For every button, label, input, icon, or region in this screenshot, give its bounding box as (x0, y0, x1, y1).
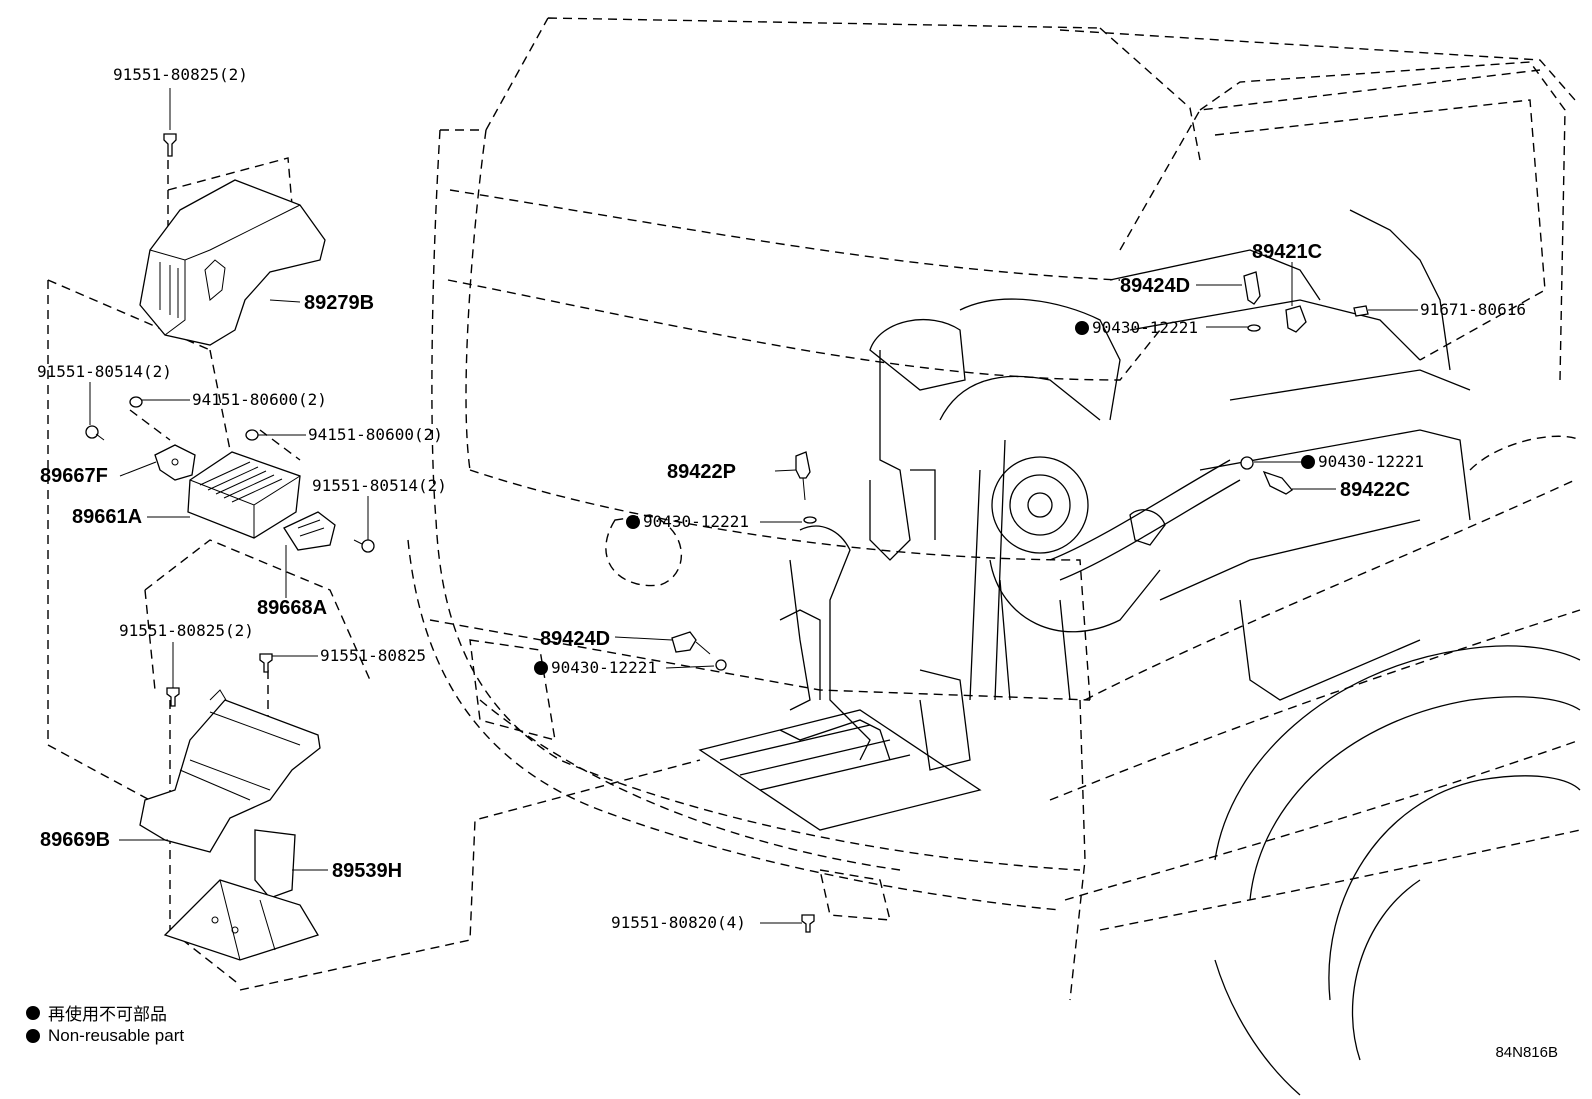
sensor-89421C-icon (1285, 305, 1307, 333)
callout-89667F: 89667F (40, 465, 108, 487)
bracket-89667F (154, 444, 196, 481)
callout-90430-12221-c: 90430-12221 (1092, 318, 1198, 337)
callout-91551-80825-2-top: 91551-80825(2) (113, 65, 248, 84)
ecu-cover-89279B (139, 179, 326, 346)
callout-89422C: 89422C (1340, 479, 1410, 501)
callout-89424D-upper: 89424D (1120, 275, 1190, 297)
bolt-icon (801, 914, 815, 933)
callout-90430-12221-a: 90430-12221 (643, 512, 749, 531)
callout-90430-12221-d: 90430-12221 (1318, 452, 1424, 471)
callout-89422P: 89422P (667, 461, 736, 483)
callout-91551-80825: 91551-80825 (320, 646, 426, 665)
bracket-89539H (163, 829, 319, 961)
bolt-icon (85, 425, 375, 553)
callout-89421C: 89421C (1252, 241, 1322, 263)
legend-item-english: Non-reusable part (26, 1026, 184, 1046)
bracket-89669B (139, 689, 321, 853)
callout-89668A: 89668A (257, 597, 327, 619)
bracket-89668A (283, 511, 336, 551)
callout-94151-80600-2-a: 94151-80600(2) (192, 390, 327, 409)
callout-89661A: 89661A (72, 506, 142, 528)
non-reusable-dot-icon (26, 1005, 40, 1020)
nut-icon (129, 396, 259, 441)
non-reusable-dot-icon (1075, 321, 1089, 335)
leader-lines (89, 88, 1418, 924)
ecu-89661A (187, 451, 301, 539)
callout-91551-80514-2-right: 91551-80514(2) (312, 476, 447, 495)
callout-91671-80616: 91671-80616 (1420, 300, 1526, 319)
sensor-89422C-icon (1240, 456, 1293, 495)
non-reusable-dot-icon (1301, 455, 1315, 469)
bolt-icon (163, 133, 177, 157)
callout-91551-80820-4: 91551-80820(4) (611, 913, 746, 932)
legend-item-japanese: 再使用不可部品 (26, 1000, 167, 1025)
sensor-89424D-lower-icon (671, 631, 727, 671)
left-assembly-outline (47, 157, 701, 991)
callout-91551-80825-2-mid: 91551-80825(2) (119, 621, 254, 640)
engine-assembly (698, 209, 1471, 831)
callout-94151-80600-2-b: 94151-80600(2) (308, 425, 443, 444)
bolt-icon (166, 653, 273, 707)
callout-89669B: 89669B (40, 829, 110, 851)
front-wheel (1214, 645, 1581, 1096)
callout-89279B: 89279B (304, 292, 374, 314)
drawing-id: 84N816B (1495, 1044, 1558, 1061)
callout-89539H: 89539H (332, 860, 402, 882)
sensor-89422P-icon (795, 451, 817, 524)
legend-text-english: Non-reusable part (48, 1026, 185, 1045)
sensor-89424D-upper-icon (1243, 271, 1261, 332)
callout-91551-80514-2-left: 91551-80514(2) (37, 362, 172, 381)
non-reusable-dot-icon (626, 515, 640, 529)
non-reusable-dot-icon (26, 1029, 40, 1043)
bolt-icon (1353, 305, 1369, 317)
callout-90430-12221-b: 90430-12221 (551, 658, 657, 677)
non-reusable-dot-icon (534, 661, 548, 675)
callout-labels: 91551-80825(2) 89279B 91551-80514(2) 941… (37, 65, 1526, 932)
callout-89424D-lower: 89424D (540, 628, 610, 650)
legend-text-japanese: 再使用不可部品 (48, 1005, 167, 1024)
vehicle-outline (407, 17, 1581, 1001)
